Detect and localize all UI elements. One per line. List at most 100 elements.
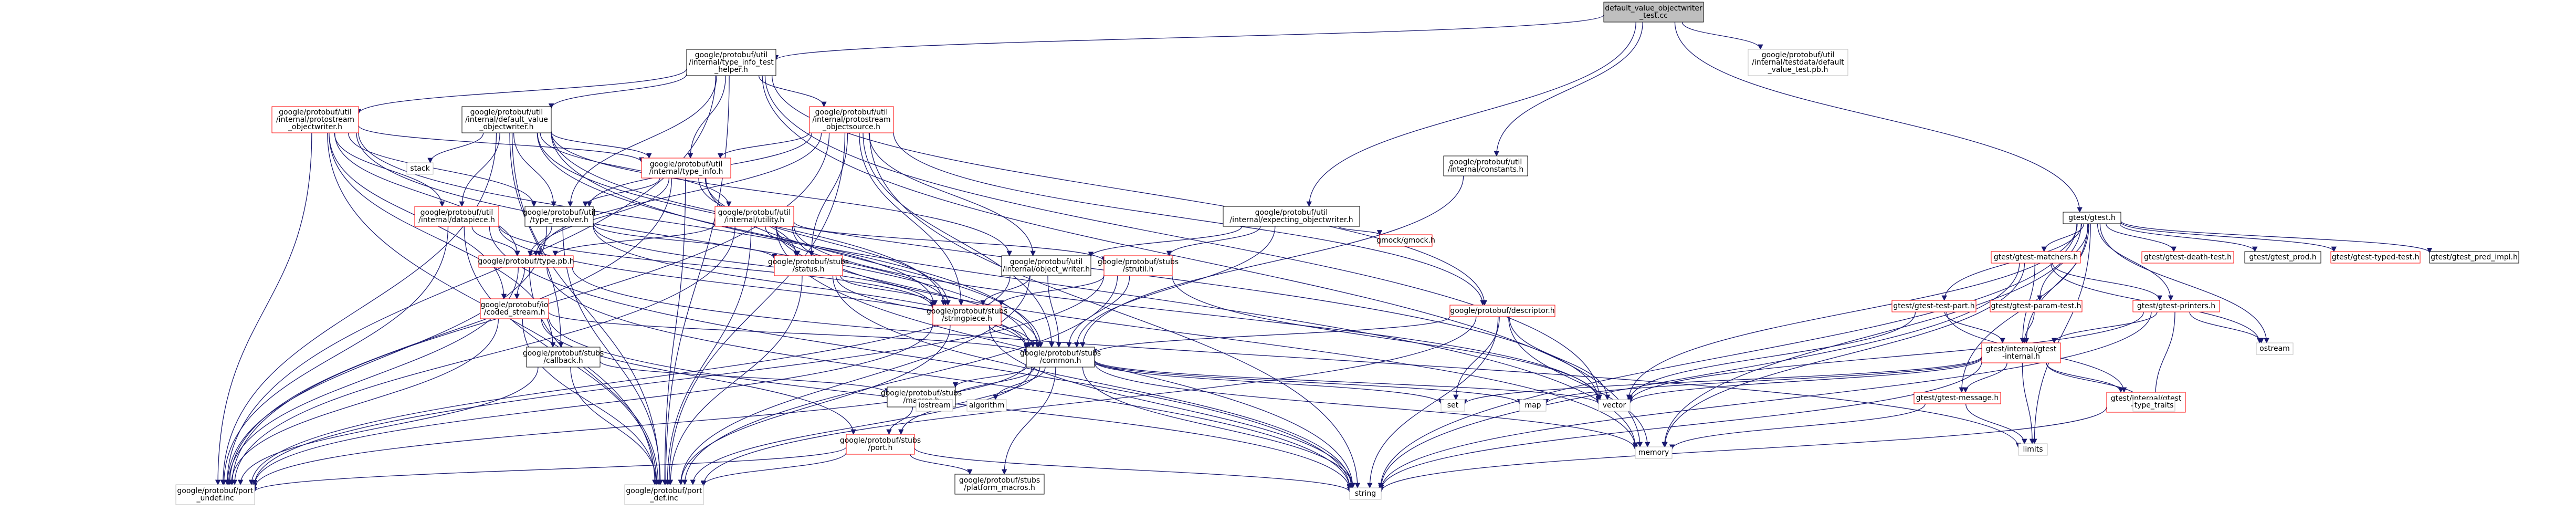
node-utility[interactable]: google/protobuf/util/internal/utility.h	[714, 206, 794, 227]
node-common[interactable]: google/protobuf/stubs/common.h	[1020, 347, 1101, 368]
node-algorithm[interactable]: algorithm	[966, 399, 1007, 412]
node-platform-macros[interactable]: google/protobuf/stubs/platform_macros.h	[954, 474, 1045, 495]
node-set[interactable]: set	[1441, 399, 1465, 412]
node-datapiece[interactable]: google/protobuf/util/internal/datapiece.…	[414, 206, 499, 227]
node-gtest-internal[interactable]: gtest/internal/gtest-internal.h	[1981, 342, 2061, 363]
node-iostream[interactable]: iostream	[916, 399, 953, 412]
node-label: google/protobuf/util	[1255, 208, 1328, 217]
node-dv-test-pb[interactable]: google/protobuf/util/internal/testdata/d…	[1748, 49, 1848, 76]
node-label: /internal/testdata/default	[1752, 58, 1844, 67]
edge-common-to-memory	[1094, 362, 1638, 451]
node-box	[774, 255, 843, 276]
node-label: /internal/type_info_test	[689, 58, 774, 67]
node-gtest[interactable]: gtest/gtest.h	[2063, 212, 2121, 224]
edge-root-to-expecting_objectwriter	[1306, 22, 1636, 207]
node-port-def[interactable]: google/protobuf/port_def.inc	[624, 484, 704, 505]
node-stringpiece[interactable]: google/protobuf/stubs/stringpiece.h	[927, 305, 1007, 326]
node-gtest-death[interactable]: gtest/gtest-death-test.h	[2141, 251, 2234, 264]
node-protostream-objectwriter[interactable]: google/protobuf/util/internal/protostrea…	[271, 106, 359, 133]
node-label: -internal.h	[2002, 352, 2040, 361]
edge-gtest-to-ostream	[2099, 223, 2269, 344]
node-port-stubs[interactable]: google/protobuf/stubs/port.h	[840, 434, 921, 455]
edge-constants-to-common	[1080, 175, 1464, 348]
node-gtest-test-part[interactable]: gtest/gtest-test-part.h	[1891, 300, 1976, 312]
node-gtest-param[interactable]: gtest/gtest-param-test.h	[1990, 300, 2083, 312]
edge-gtest_internal-to-set	[1462, 356, 1982, 405]
node-object-writer[interactable]: google/protobuf/util/internal/object_wri…	[1001, 255, 1091, 276]
node-default-value-objectwriter[interactable]: google/protobuf/util/internal/default_va…	[461, 106, 552, 133]
node-port-undef[interactable]: google/protobuf/port_undef.inc	[175, 484, 255, 505]
node-ostream[interactable]: ostream	[2256, 342, 2294, 355]
node-type-pb[interactable]: google/protobuf/type.pb.h	[478, 255, 574, 268]
node-callback[interactable]: google/protobuf/stubs/callback.h	[523, 347, 604, 368]
node-label: /platform_macros.h	[964, 484, 1035, 492]
edge-port_stubs-to-port_undef	[252, 446, 847, 493]
node-label: _helper.h	[714, 66, 748, 74]
node-type-info[interactable]: google/protobuf/util/internal/type_info.…	[641, 158, 731, 179]
edge-default_value_objectwriter-to-type_resolver	[513, 132, 556, 207]
node-type-resolver[interactable]: google/protobuf/util/type_resolver.h	[523, 206, 596, 227]
node-label: set	[1447, 401, 1459, 410]
node-gtest-prod[interactable]: gtest/gtest_prod.h	[2244, 251, 2321, 264]
node-coded-stream[interactable]: google/protobuf/io/coded_stream.h	[480, 298, 549, 319]
edge-gtest-to-memory	[1662, 223, 2082, 448]
node-box	[1635, 446, 1673, 459]
node-box	[2256, 342, 2294, 355]
edge-stubs_status-to-stringpiece	[840, 275, 938, 306]
node-root[interactable]: default_value_objectwriter_test.cc	[1603, 2, 1704, 23]
node-expecting-objectwriter[interactable]: google/protobuf/util/internal/expecting_…	[1223, 206, 1360, 227]
edge-type_pb-to-limits	[572, 267, 2022, 448]
edge-common-to-port_undef	[251, 362, 1027, 489]
edge-default_value_objectwriter-to-callback	[509, 132, 564, 348]
node-type-info-test-helper[interactable]: google/protobuf/util/internal/type_info_…	[686, 49, 776, 76]
node-label: google/protobuf/util	[695, 51, 768, 59]
node-type-traits[interactable]: type_traits	[2132, 399, 2175, 412]
node-gtest-printers[interactable]: gtest/gtest-printers.h	[2132, 300, 2220, 312]
node-label: vector	[1603, 401, 1626, 410]
node-label: google/protobuf/port	[626, 487, 702, 495]
node-label: /stringpiece.h	[942, 315, 992, 323]
node-gtest-matchers[interactable]: gtest/gtest-matchers.h	[1991, 251, 2081, 264]
node-box	[1443, 155, 1528, 176]
node-box	[2141, 251, 2234, 264]
node-label: google/protobuf/io	[481, 301, 549, 309]
node-memory[interactable]: memory	[1635, 446, 1673, 459]
node-gtest-message[interactable]: gtest/gtest-message.h	[1913, 392, 2001, 404]
node-box	[1349, 487, 1382, 500]
edge-common-to-platform_macros	[1001, 367, 1056, 475]
node-stubs-status[interactable]: google/protobuf/stubs/status.h	[768, 255, 849, 276]
edge-gtest-to-string	[1378, 223, 2077, 489]
edge-port_stubs-to-port_def	[700, 452, 847, 486]
node-label: _undef.inc	[196, 494, 234, 503]
node-box	[966, 399, 1007, 412]
node-box	[641, 158, 731, 179]
node-stack[interactable]: stack	[406, 162, 434, 175]
edge-gtest_internal-to-vector	[1627, 358, 1982, 404]
node-vector[interactable]: vector	[1598, 399, 1631, 412]
node-box	[1026, 347, 1095, 368]
edge-common-to-set	[1094, 361, 1444, 405]
edge-protostream_objectwriter-to-type_info	[358, 125, 645, 163]
edge-gtest-to-gtest_prod	[2119, 223, 2258, 253]
node-label: /internal/constants.h	[1448, 165, 1524, 174]
node-strutil[interactable]: google/protobuf/stubs/strutil.h	[1098, 255, 1179, 276]
node-box	[461, 106, 552, 133]
node-label: /internal/expecting_objectwriter.h	[1229, 216, 1353, 224]
node-gtest-typed[interactable]: gtest/gtest-typed-test.h	[2330, 251, 2421, 264]
edge-strutil-to-vector	[1172, 275, 1602, 402]
edge-utility-to-strutil	[793, 221, 1107, 262]
node-gtest-pred-impl[interactable]: gtest/gtest_pred_impl.h	[2429, 251, 2519, 264]
node-label: google/protobuf/util	[815, 108, 888, 117]
node-descriptor[interactable]: google/protobuf/descriptor.h	[1449, 305, 1555, 317]
edge-coded_stream-to-port_undef	[228, 318, 499, 486]
node-gmock[interactable]: gmock/gmock.h	[1376, 234, 1435, 247]
node-map[interactable]: map	[1519, 399, 1547, 412]
node-limits[interactable]: limits	[2018, 443, 2048, 456]
edge-default_value_objectwriter-to-port_undef	[220, 132, 497, 486]
node-string[interactable]: string	[1349, 487, 1382, 500]
node-box	[271, 106, 359, 133]
node-box	[954, 474, 1045, 495]
node-protostream-objectsource[interactable]: google/protobuf/util/internal/protostrea…	[809, 106, 894, 133]
node-label: gtest/gtest-message.h	[1916, 394, 1999, 402]
node-constants[interactable]: google/protobuf/util/internal/constants.…	[1443, 155, 1528, 176]
